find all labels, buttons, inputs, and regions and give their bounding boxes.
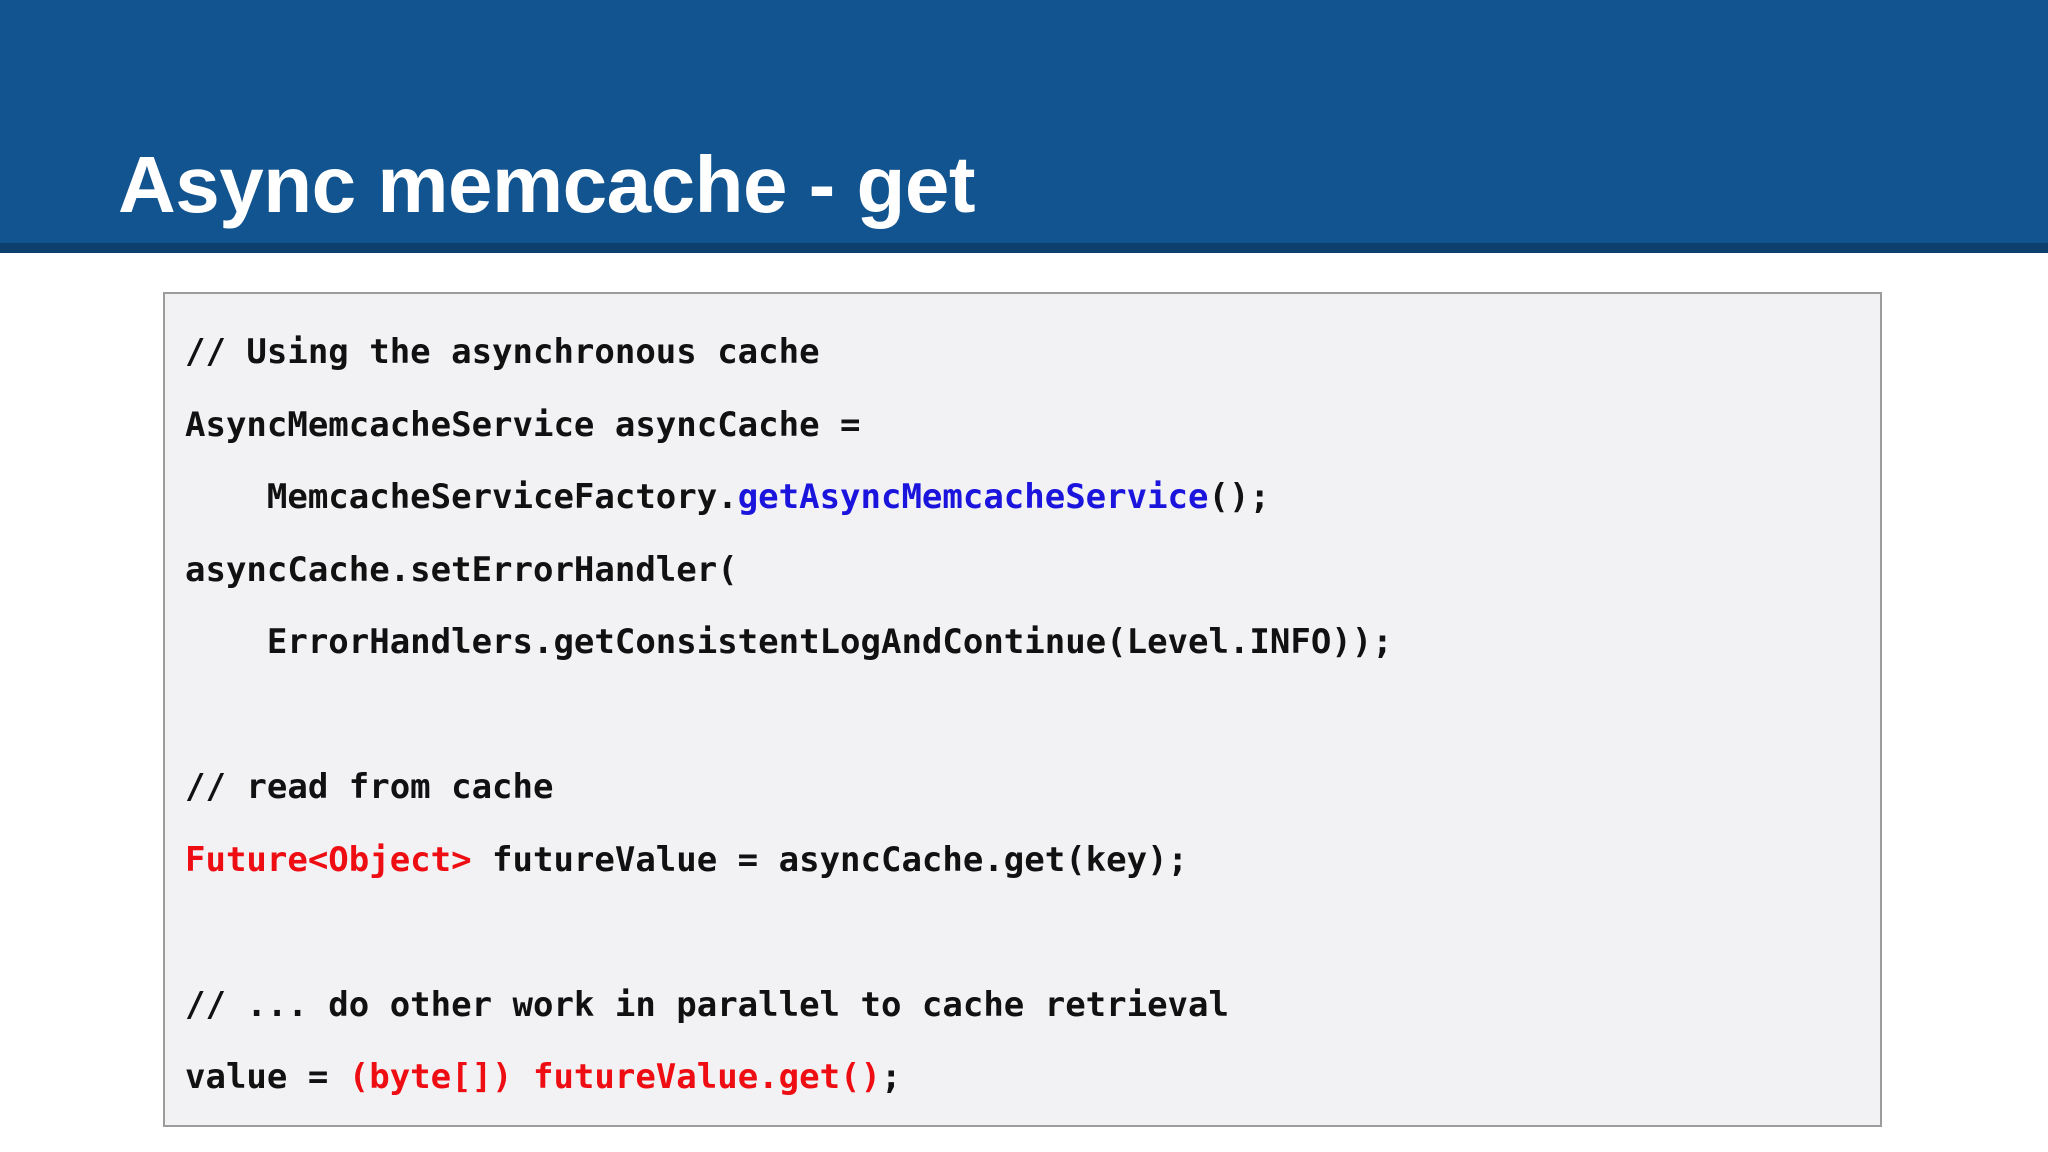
code-token-red: (byte[]) futureValue.get() [348,1057,881,1097]
header-underline-rule [0,243,2048,253]
code-line [185,679,1872,752]
code-line: // read from cache [185,751,1872,824]
code-token-plain: AsyncMemcacheService asyncCache = [185,404,861,445]
code-token-plain: ErrorHandlers.getConsistentLogAndContinu… [185,622,1393,662]
code-token-plain: // Using the asynchronous cache [185,332,820,372]
code-token-plain: (); [1208,477,1270,517]
code-token-plain: asyncCache.setErrorHandler( [185,549,738,590]
code-token-red: Future<Object> [185,839,472,880]
code-line [185,896,1872,969]
code-line: asyncCache.setErrorHandler( [185,534,1872,607]
code-line: // ... do other work in parallel to cach… [185,969,1872,1042]
code-token-plain: ; [880,1057,902,1097]
code-line: Future<Object> futureValue = asyncCache.… [185,824,1872,897]
code-token-blue: getAsyncMemcacheService [737,477,1209,517]
code-token-plain: // ... do other work in parallel to cach… [185,984,1229,1025]
slide-header-band [0,0,2048,243]
code-line: value = (byte[]) futureValue.get(); [185,1041,1872,1114]
slide-title: Async memcache - get [118,139,976,229]
code-line: // Using the asynchronous cache [185,316,1872,389]
code-line: MemcacheServiceFactory.getAsyncMemcacheS… [185,461,1872,534]
code-token-plain: MemcacheServiceFactory. [185,477,738,517]
code-line: ErrorHandlers.getConsistentLogAndContinu… [185,606,1872,679]
code-token-plain: futureValue = asyncCache.get(key); [471,839,1189,880]
code-line: AsyncMemcacheService asyncCache = [185,389,1872,462]
code-token-plain: // read from cache [185,767,554,807]
code-token-plain: value = [185,1057,349,1097]
